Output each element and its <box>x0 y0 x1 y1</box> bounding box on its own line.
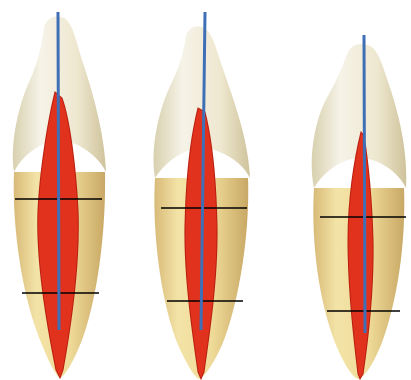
tooth-left-endodontic-file <box>58 12 59 330</box>
tooth-right <box>312 35 407 379</box>
tooth-right-endodontic-file <box>364 35 365 333</box>
tooth-middle <box>154 12 250 379</box>
tooth-left <box>13 12 106 378</box>
